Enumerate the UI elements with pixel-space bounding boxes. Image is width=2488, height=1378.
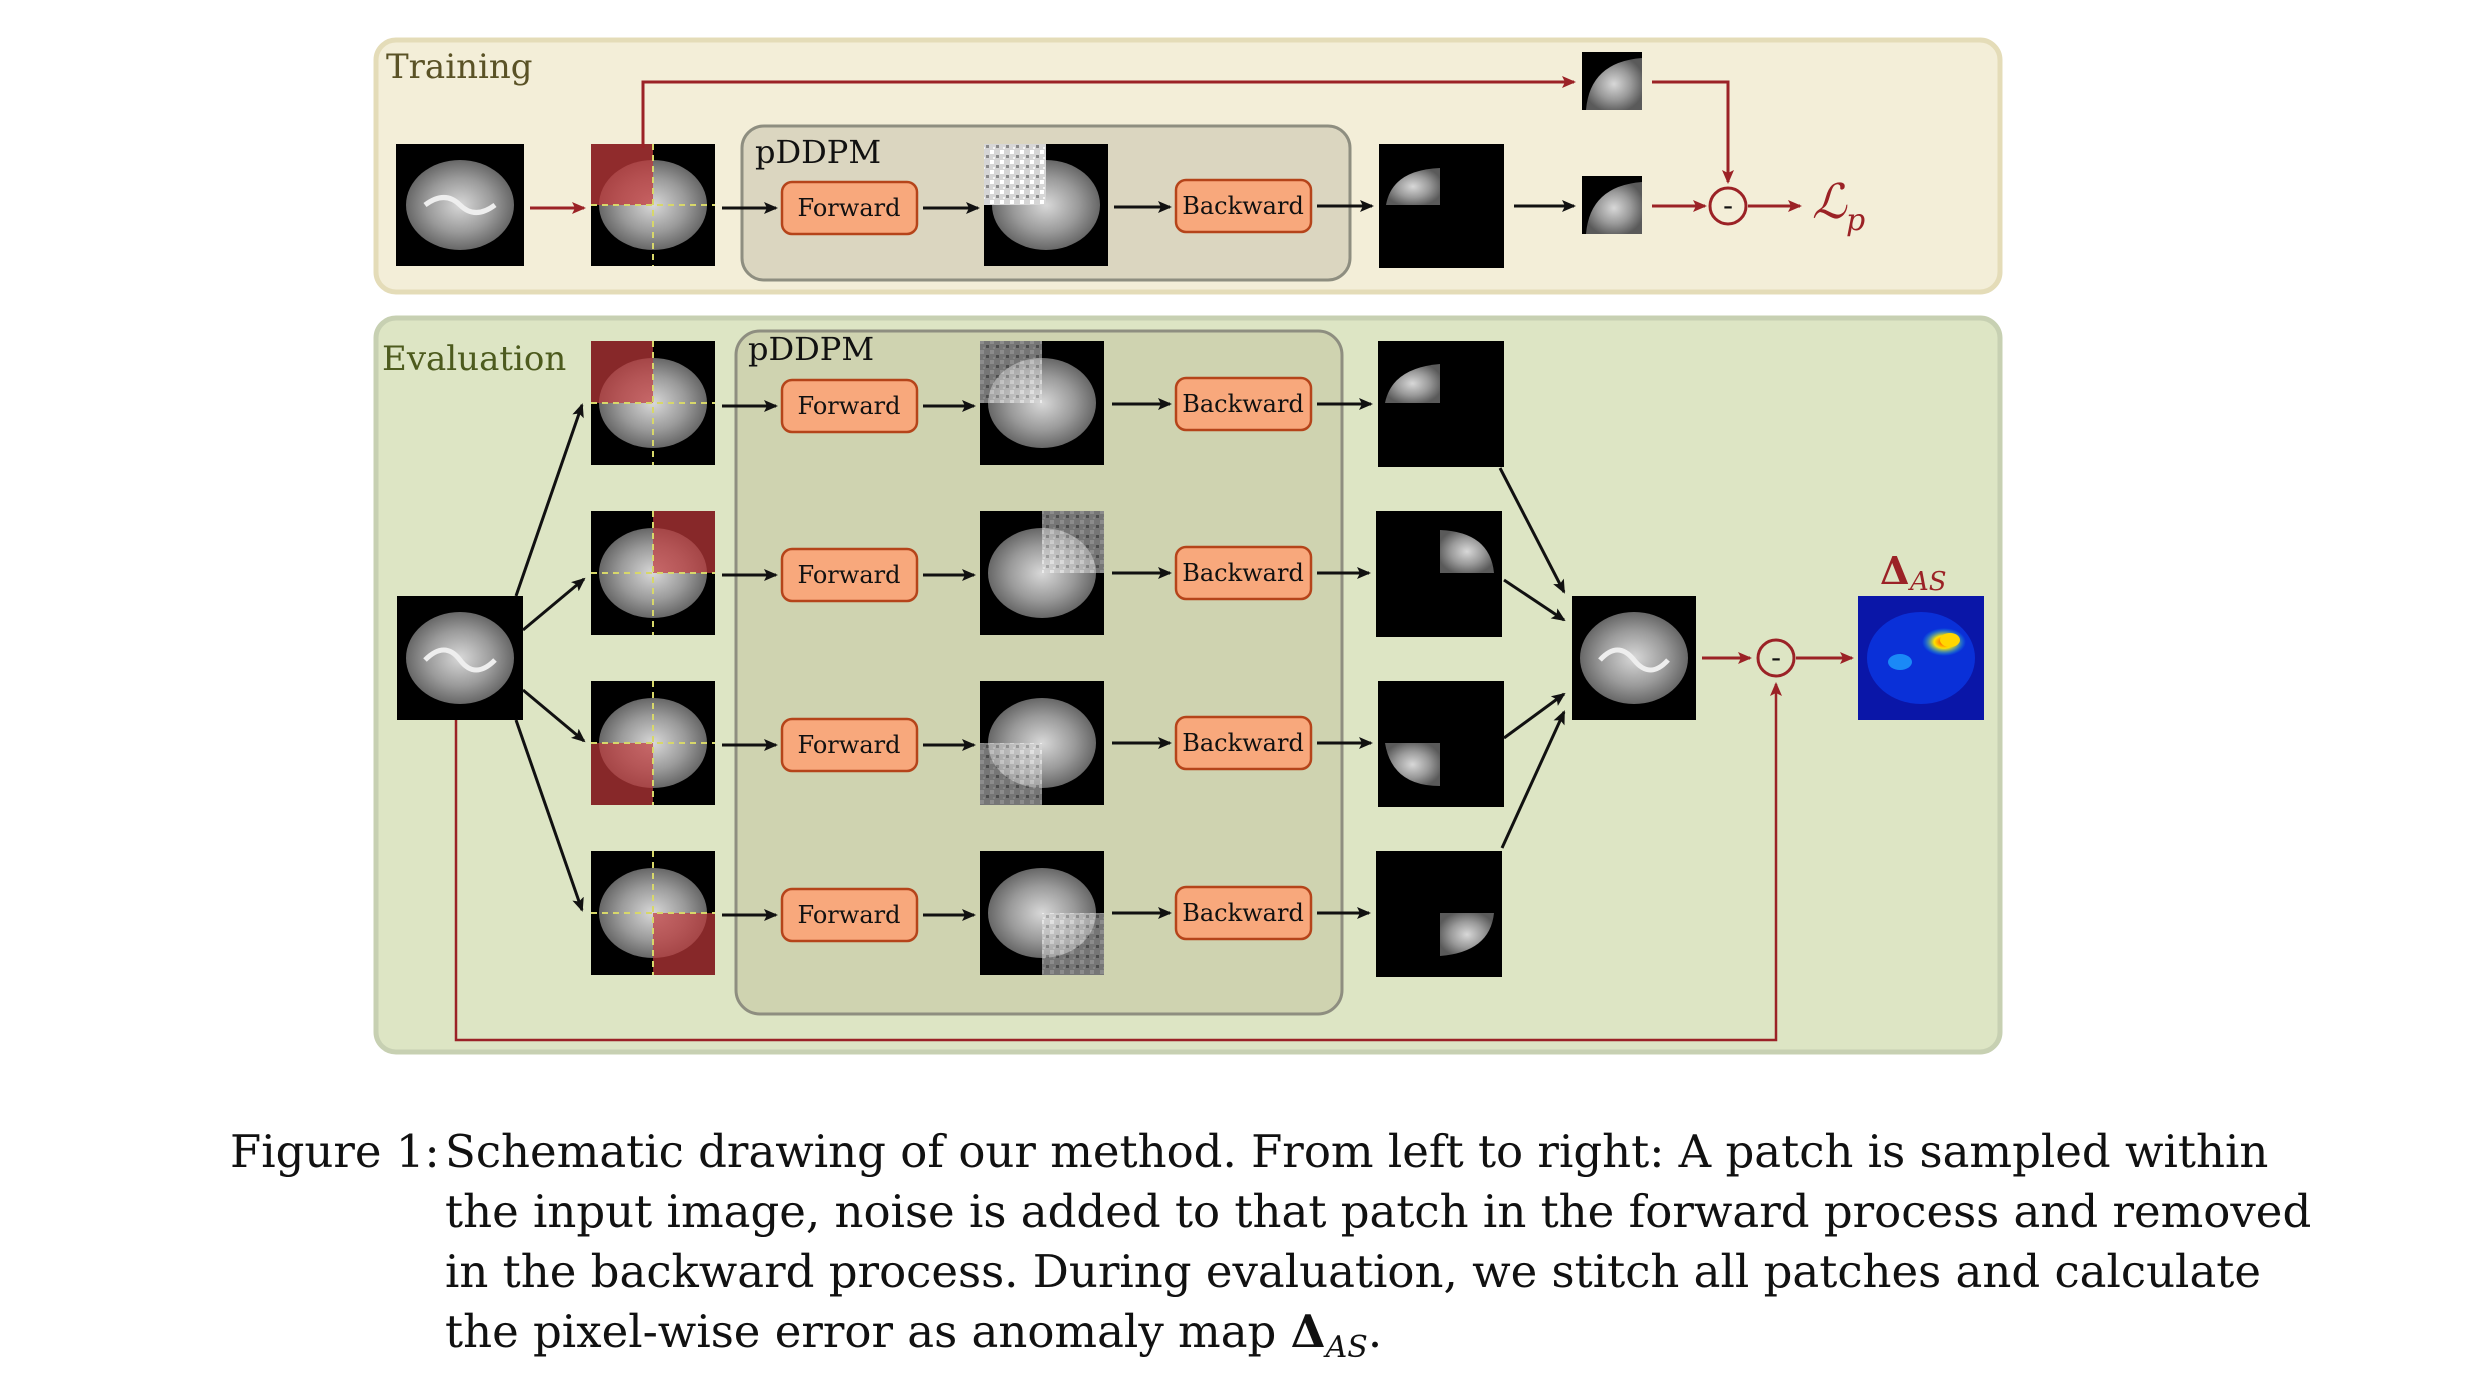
training-pddpm-label: pDDPM [755,133,881,171]
training-minus-node: - [1708,186,1748,226]
svg-text:Backward: Backward [1182,192,1304,220]
anomaly-map-label: Δ AS [1880,548,1947,597]
eval-forward-button-4: Forward [780,887,919,943]
evaluation-input-image [397,596,523,720]
training-predicted-patch [1582,176,1642,234]
eval-backward-button-3: Backward [1174,715,1313,771]
svg-text:Backward: Backward [1182,729,1304,757]
svg-text:-: - [1771,641,1781,674]
arrow [1652,80,1734,184]
svg-text:Backward: Backward [1182,390,1304,418]
eval-forward-button-1: Forward [780,378,919,434]
caption-anomaly-symbol: Δ [1290,1305,1326,1358]
svg-text:Forward: Forward [798,901,901,929]
evaluation-pddpm-label: pDDPM [748,330,874,368]
arrow [641,76,1576,148]
eval-reconstruction-1 [1378,341,1504,467]
training-input-image [396,144,524,266]
loss-label: ℒ p [1812,174,1865,238]
eval-patch-image-4 [591,851,715,975]
svg-text:-: - [1723,189,1733,222]
svg-text:Backward: Backward [1182,899,1304,927]
arrow [454,682,1782,1042]
eval-backward-button-1: Backward [1174,376,1313,432]
svg-text:ℒ: ℒ [1812,174,1848,230]
training-forward-button: Forward [780,180,919,236]
evaluation-minus-node: - [1756,638,1796,678]
training-noised-image [984,144,1108,266]
eval-noised-image-4 [980,851,1104,975]
training-target-patch [1582,52,1642,110]
svg-text:Backward: Backward [1182,559,1304,587]
training-label: Training [386,47,533,87]
caption-anomaly-subscript: AS [1325,1330,1368,1365]
caption-line-3: in the backward process. During evaluati… [445,1245,2261,1298]
eval-patch-image-1 [591,341,715,465]
training-patch-image [591,144,715,266]
stitched-image [1572,596,1696,720]
eval-backward-button-4: Backward [1174,885,1313,941]
svg-text:AS: AS [1908,567,1947,597]
eval-row-arrows [514,398,1566,921]
anomaly-map-image [1858,596,1984,720]
eval-forward-button-3: Forward [780,717,919,773]
caption-line-1: Schematic drawing of our method. From le… [445,1125,2269,1178]
eval-reconstruction-2 [1376,511,1502,637]
training-reconstruction-image [1379,144,1504,268]
eval-backward-button-2: Backward [1174,545,1313,601]
eval-patch-image-2 [591,511,715,635]
eval-noised-image-2 [980,511,1104,635]
eval-reconstruction-3 [1378,681,1504,807]
eval-noised-image-3 [980,681,1104,805]
eval-reconstruction-4 [1376,851,1502,977]
svg-text:p: p [1846,203,1865,238]
caption-line-2: the input image, noise is added to that … [445,1185,2312,1238]
caption-number: Figure 1: [230,1125,440,1178]
eval-patch-image-3 [591,681,715,805]
svg-text:Forward: Forward [798,561,901,589]
svg-text:Forward: Forward [798,731,901,759]
eval-forward-button-2: Forward [780,547,919,603]
caption-line-4: the pixel-wise error as anomaly map ΔAS. [445,1305,1383,1365]
svg-text:Forward: Forward [798,392,901,420]
evaluation-label: Evaluation [382,339,566,379]
training-backward-button: Backward [1174,178,1313,234]
evaluation-pddpm-box [734,329,1344,1016]
caption-text: Schematic drawing of our method. From le… [445,1122,2385,1378]
eval-noised-image-1 [980,341,1104,465]
svg-text:Δ: Δ [1880,548,1909,593]
svg-text:Forward: Forward [798,194,901,222]
